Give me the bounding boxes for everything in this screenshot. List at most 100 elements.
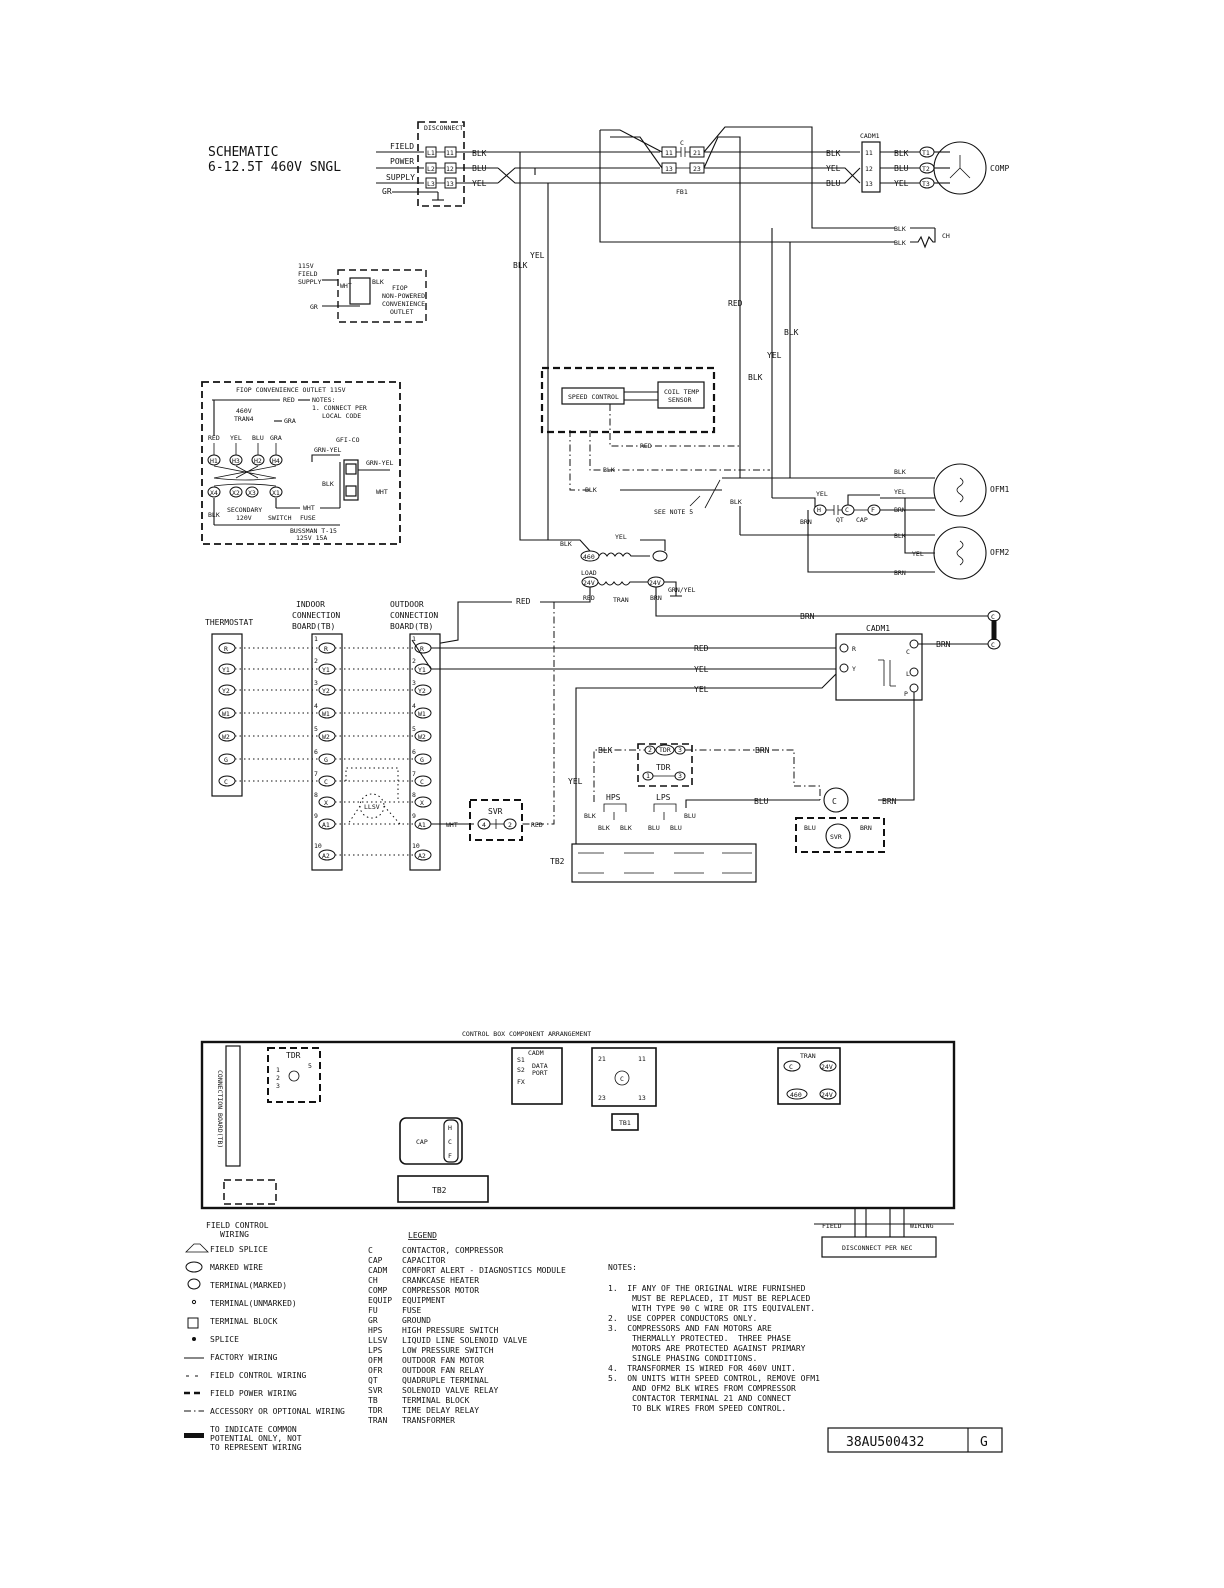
svg-text:10: 10 (314, 842, 322, 850)
svg-text:C: C (680, 139, 684, 147)
svg-text:BLK: BLK (894, 532, 906, 540)
svg-text:GRA: GRA (270, 434, 282, 442)
svr-coil (825, 823, 851, 849)
svg-text:Y: Y (852, 665, 856, 673)
svg-text:TO INDICATE COMMON: TO INDICATE COMMON (210, 1425, 297, 1434)
svg-text:S2: S2 (517, 1066, 525, 1074)
svg-text:BRN: BRN (860, 824, 872, 832)
indoor-board: INDOOR CONNECTION BOARD(TB) (292, 600, 343, 871)
svg-text:TB1: TB1 (619, 1119, 631, 1127)
svg-text:NOTES:: NOTES: (312, 396, 335, 404)
svg-text:BLK: BLK (894, 149, 909, 158)
svg-text:1: 1 (314, 635, 318, 643)
svg-text:C: C (420, 778, 424, 786)
indoor-board-strip (311, 633, 343, 871)
svg-text:BLK: BLK (513, 261, 528, 270)
svg-text:1: 1 (276, 1066, 280, 1074)
svg-text:BLK: BLK (620, 824, 632, 832)
svg-text:SEE NOTE 5: SEE NOTE 5 (654, 508, 693, 516)
svg-text:13: 13 (665, 165, 673, 173)
svg-text:BOARD(TB): BOARD(TB) (390, 622, 433, 631)
svg-text:11: 11 (665, 149, 673, 157)
svg-text:H4: H4 (272, 457, 280, 465)
note-line: 5. ON UNITS WITH SPEED CONTROL, REMOVE O… (608, 1374, 820, 1383)
svg-text:G: G (420, 756, 424, 764)
svg-text:L2: L2 (427, 165, 435, 173)
svg-text:21: 21 (598, 1055, 606, 1063)
svg-text:C: C (906, 648, 910, 656)
notes: NOTES: 1. IF ANY OF THE ORIGINAL WIRE FU… (608, 1263, 820, 1413)
svg-text:8: 8 (412, 791, 416, 799)
legend-description: SOLENOID VALVE RELAY (402, 1386, 499, 1395)
svg-text:SWITCH: SWITCH (268, 514, 292, 522)
legend-abbrev: FU (368, 1306, 378, 1315)
svg-text:2: 2 (412, 657, 416, 665)
svg-text:BLK: BLK (894, 225, 906, 233)
svg-text:WHT: WHT (340, 282, 352, 290)
svg-text:COIL TEMP: COIL TEMP (664, 388, 699, 396)
svg-text:3: 3 (412, 679, 416, 687)
svg-text:Y1: Y1 (222, 666, 230, 674)
svg-text:C: C (832, 797, 837, 806)
svg-text:FIOP: FIOP (392, 284, 408, 292)
tb2-terminal-block (571, 843, 757, 883)
svg-text:460: 460 (583, 553, 595, 561)
svg-text:ACCESSORY OR OPTIONAL WIRING: ACCESSORY OR OPTIONAL WIRING (210, 1407, 345, 1416)
svg-text:YEL: YEL (694, 665, 709, 674)
svg-text:SVR: SVR (488, 807, 503, 816)
legend-description: CAPACITOR (402, 1256, 446, 1265)
svg-text:C: C (991, 613, 995, 621)
control-box-outline (200, 1040, 956, 1210)
svg-text:13: 13 (446, 180, 454, 188)
svg-text:LLSV: LLSV (364, 803, 380, 811)
svg-text:W2: W2 (222, 733, 230, 741)
svg-text:WHT: WHT (303, 504, 315, 512)
svg-text:SPLICE: SPLICE (210, 1335, 239, 1344)
svg-text:FUSE: FUSE (300, 514, 316, 522)
speed-control-group: SPEED CONTROL COIL TEMP SENSOR RED BLK B… (540, 366, 895, 536)
svg-text:TB2: TB2 (432, 1186, 447, 1195)
svg-text:TB2: TB2 (550, 857, 565, 866)
svg-text:H3: H3 (232, 457, 240, 465)
legend-abbrev: EQUIP (368, 1296, 392, 1305)
indoor-terminals: 1 2 3 4 5 6 7 8 9 10 R Y1 Y2 W1 W2 G C X… (314, 635, 336, 861)
svg-text:BLU: BLU (670, 824, 682, 832)
svg-text:CONNECTION BOARD(TB): CONNECTION BOARD(TB) (216, 1070, 224, 1148)
svg-text:G: G (324, 756, 328, 764)
svg-text:BRN: BRN (755, 746, 770, 755)
svg-text:BLK: BLK (560, 540, 572, 548)
legend-description: EQUIPMENT (402, 1296, 446, 1305)
svg-text:2: 2 (648, 746, 652, 754)
control-box-arrangement: CONTROL BOX COMPONENT ARRANGEMENT CONNEC… (200, 1030, 956, 1258)
cb-contactor (591, 1047, 657, 1107)
svg-text:SECONDARY: SECONDARY (227, 506, 262, 514)
coil-temp-sensor (657, 381, 705, 409)
svg-text:CADM1: CADM1 (866, 624, 890, 633)
note-line: 2. USE COPPER CONDUCTORS ONLY. (608, 1314, 757, 1323)
svg-text:FIOP CONVENIENCE OUTLET 115V: FIOP CONVENIENCE OUTLET 115V (236, 386, 346, 394)
svg-text:OUTDOOR: OUTDOOR (390, 600, 424, 609)
fiop-box (201, 381, 401, 545)
svg-text:YEL: YEL (472, 179, 487, 188)
legend-abbrev: OFM (368, 1356, 383, 1365)
svg-text:YEL: YEL (568, 777, 583, 786)
svg-text:LEGEND: LEGEND (408, 1231, 437, 1240)
svg-text:DISCONNECT PER NEC: DISCONNECT PER NEC (842, 1244, 913, 1252)
svg-text:RED: RED (640, 442, 652, 450)
svg-text:CONNECTION: CONNECTION (390, 611, 438, 620)
svg-text:TRAN4: TRAN4 (234, 415, 254, 423)
svg-text:BLK: BLK (603, 466, 615, 474)
svg-text:GRN-YEL: GRN-YEL (366, 459, 393, 467)
note-line: MOTORS ARE PROTECTED AGAINST PRIMARY (608, 1344, 806, 1353)
control-wiring: RED YEL YEL YEL WHT RED (411, 602, 839, 850)
svg-text:BLU: BLU (684, 812, 696, 820)
svg-text:GRN-YEL: GRN-YEL (314, 446, 341, 454)
legend-abbrev: GR (368, 1316, 378, 1325)
outdoor-fan-motors: BLK OFM1 YEL BRN YEL H C F QT CAP BRN BL… (772, 463, 1009, 580)
svg-text:2: 2 (508, 821, 512, 829)
svg-text:12: 12 (446, 165, 454, 173)
legend-abbrev: QT (368, 1376, 378, 1385)
svg-text:H: H (817, 506, 821, 514)
svg-text:GFI-CO: GFI-CO (336, 436, 360, 444)
